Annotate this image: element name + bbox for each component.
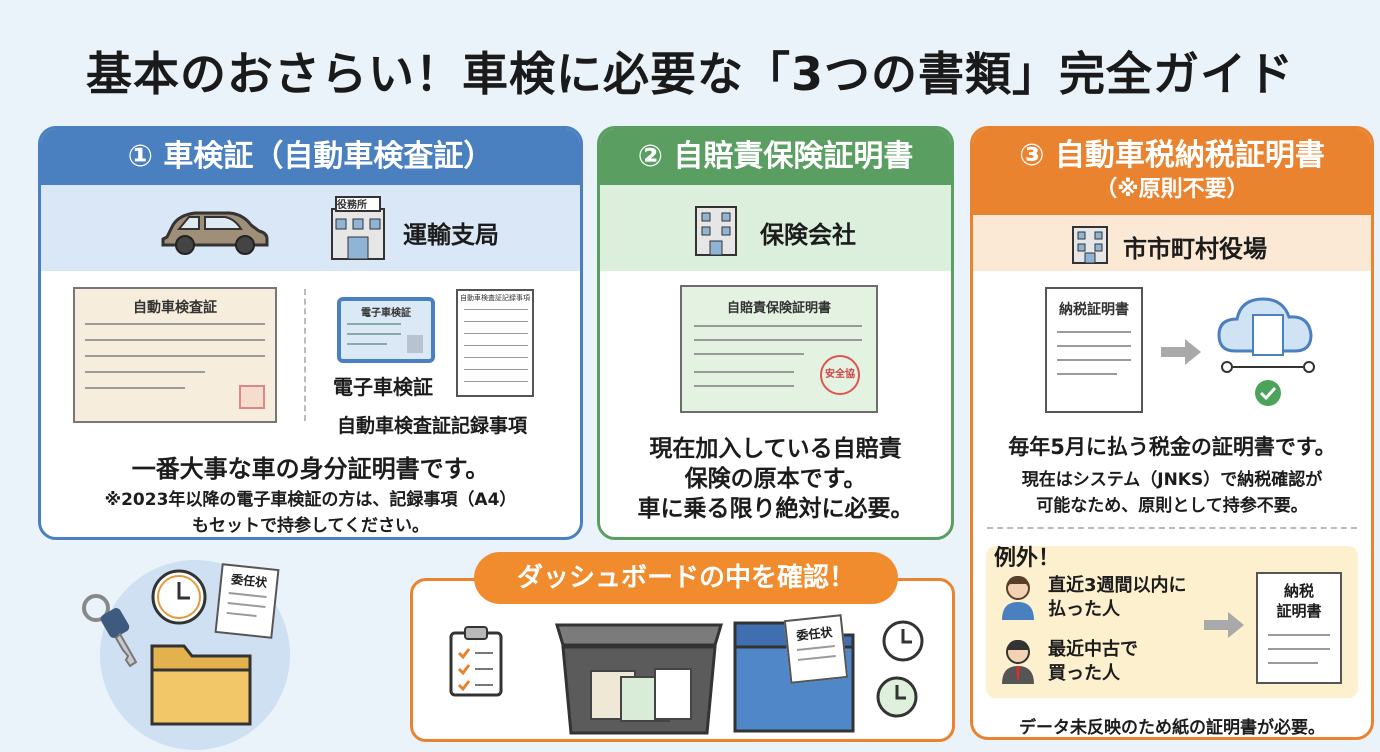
record-items-sheet: 自動車検査証記録事項 bbox=[456, 289, 534, 397]
card-shaken-certificate: ① 車検証（自動車検査証） 役務所 運輸支局 自動車検査証 bbox=[38, 126, 583, 540]
issuer-band: 保険会社 bbox=[600, 185, 951, 271]
issuer-label: 市市町村役場 bbox=[1123, 235, 1267, 263]
card3-note-line2: 可能なため、原則として持参不要。 bbox=[1036, 496, 1308, 516]
card2-desc-line3: 車に乗る限り絶対に必要。 bbox=[637, 496, 914, 522]
person-woman-icon bbox=[1002, 576, 1034, 620]
cloud-system-icon bbox=[1217, 297, 1315, 406]
card3-description: 毎年5月に払う税金の証明書です。 bbox=[1008, 435, 1336, 459]
transport-office-building-icon bbox=[331, 196, 385, 260]
electronic-certificate-card: 電子車検証 bbox=[337, 297, 435, 363]
clock-icon bbox=[151, 569, 207, 625]
car-icon bbox=[161, 211, 269, 255]
dashboard-banner: ダッシュボードの中を確認！ bbox=[474, 552, 898, 604]
issuer-band: 役務所 運輸支局 bbox=[41, 185, 580, 271]
city-hall-building-icon bbox=[1072, 226, 1108, 264]
checklist-clipboard-icon bbox=[449, 626, 503, 697]
certificate-title: 自動車検査証 bbox=[133, 300, 217, 316]
card1-description: 一番大事な車の身分証明書です。 bbox=[131, 455, 490, 483]
card-header: ① 車検証（自動車検査証） bbox=[41, 129, 580, 185]
page-title: 基本のおさらい！車検に必要な「3つの書類」完全ガイド bbox=[85, 47, 1294, 101]
issuer-label: 保険会社 bbox=[760, 221, 856, 249]
electronic-certificate-label: 電子車検証 bbox=[333, 375, 433, 399]
card-header: ② 自賠責保険証明書 bbox=[600, 129, 951, 185]
card1-note-line1: ※2023年以降の電子車検証の方は、記録事項（A4） bbox=[104, 490, 517, 510]
clock-icon bbox=[882, 620, 924, 662]
card2-desc-line2: 保険の原本です。 bbox=[684, 466, 867, 492]
card-jibaiseki-certificate: ② 自賠責保険証明書 保険会社 自賠責保険証明書 安全協 現在加入している自賠責… bbox=[597, 126, 954, 540]
vehicle-inspection-certificate-image: 自動車検査証 bbox=[73, 287, 277, 423]
dashboard-panel: 委任状 bbox=[410, 578, 955, 742]
glovebox-icon bbox=[554, 623, 724, 735]
card1-note-line2: もセットで持参してください。 bbox=[192, 516, 429, 536]
issuer-band: 市市町村役場 bbox=[973, 215, 1371, 271]
clock-icon bbox=[876, 676, 918, 718]
case2-line1: 最近中古で bbox=[1048, 639, 1138, 660]
arrow-right-icon bbox=[1161, 339, 1201, 365]
issuer-label: 運輸支局 bbox=[403, 221, 499, 249]
seal-stamp: 安全協 bbox=[820, 355, 860, 395]
card-header-subtitle: （※原則不要） bbox=[1095, 177, 1249, 202]
exception-title: 例外！ bbox=[994, 546, 1061, 571]
power-of-attorney-paper: 委任状 bbox=[214, 563, 280, 639]
jibaiseki-certificate-image: 自賠責保険証明書 安全協 bbox=[680, 285, 878, 413]
folder-document-label: 委任状 bbox=[795, 625, 834, 643]
exception-box: 例外！ 直近3週間以内に 払った人 最近中古で 買った人 納税 証明書 bbox=[986, 546, 1358, 698]
insurance-company-building-icon bbox=[695, 206, 737, 256]
folder-icon bbox=[150, 644, 252, 726]
person-man-icon bbox=[1002, 640, 1034, 684]
case1-line1: 直近3週間以内に bbox=[1048, 575, 1187, 596]
card-header-title: ③ 自動車税納税証明書 bbox=[1019, 138, 1325, 173]
record-items-label: 自動車検査証記録事項 bbox=[337, 415, 528, 437]
power-of-attorney-label: 委任状 bbox=[230, 572, 268, 590]
arrow-right-icon bbox=[1204, 612, 1244, 638]
car-key-icon bbox=[82, 594, 138, 668]
card3-footer: データ未反映のため紙の証明書が必要。 bbox=[1019, 718, 1325, 738]
tax-certificate-document: 納税証明書 bbox=[1045, 287, 1143, 413]
case2-line2: 買った人 bbox=[1048, 663, 1120, 684]
case1-line2: 払った人 bbox=[1048, 599, 1120, 620]
folder-power-of-attorney-paper: 委任状 bbox=[783, 614, 849, 684]
building-sign: 役務所 bbox=[337, 200, 367, 211]
card-header: ③ 自動車税納税証明書 （※原則不要） bbox=[973, 129, 1371, 215]
paper-tax-certificate: 納税 証明書 bbox=[1256, 572, 1342, 684]
card3-note-line1: 現在はシステム（JNKS）で納税確認が bbox=[1021, 470, 1323, 490]
card2-desc-line1: 現在加入している自賠責 bbox=[649, 436, 902, 462]
